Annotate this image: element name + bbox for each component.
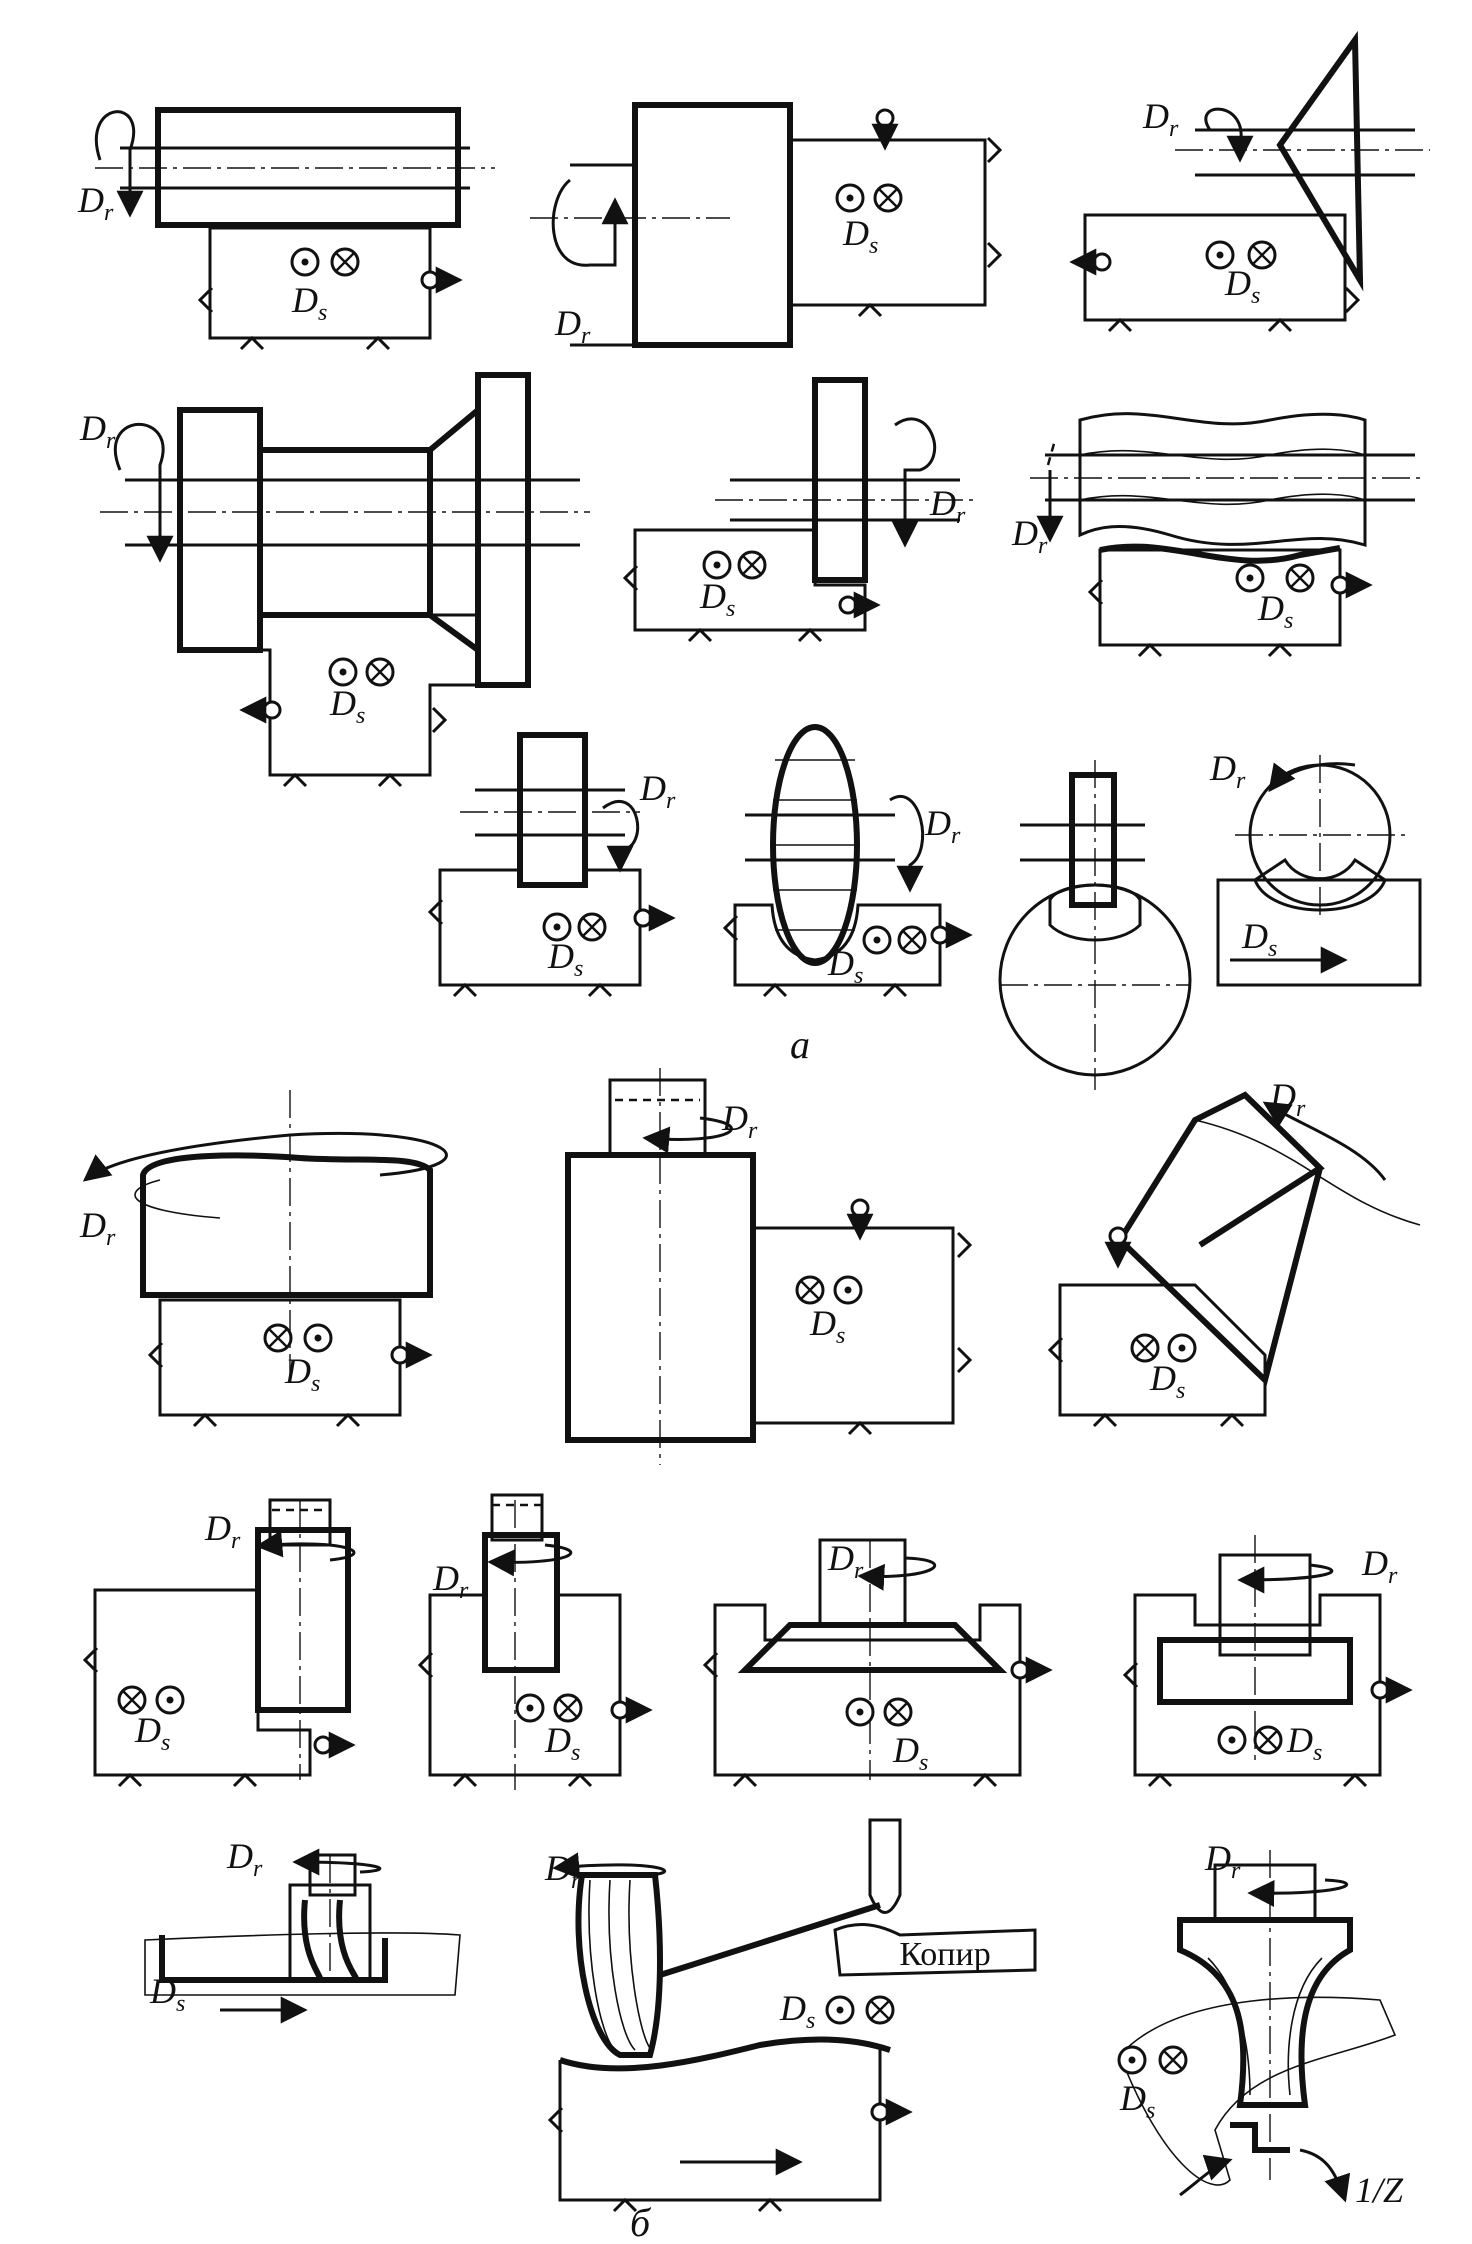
- label-ds: Ds: [842, 213, 878, 259]
- label-ds: Ds: [284, 1351, 320, 1397]
- scheme-a1-plain-milling: [94, 107, 495, 351]
- label-ds: Ds: [291, 280, 327, 326]
- label-dr: Dr: [79, 1205, 116, 1251]
- label-ds: Ds: [699, 576, 735, 622]
- label-dr: Dr: [1269, 1076, 1306, 1122]
- label-ds: Ds: [1224, 263, 1260, 309]
- scheme-b7-t-slot-cutter: [1123, 1535, 1410, 1788]
- rotation-labels: Dr Dr Dr Dr Dr Dr Dr Dr Dr Dr Dr Dr Dr D…: [77, 96, 1398, 1894]
- label-ds: Ds: [149, 1971, 185, 2017]
- scheme-a8-radius-milling: [723, 724, 970, 998]
- label-dr: Dr: [77, 180, 114, 226]
- label-ds: Ds: [544, 1720, 580, 1766]
- label-dr: Dr: [639, 768, 676, 814]
- label-dr: Dr: [1209, 748, 1246, 794]
- scheme-b10-gear-profile-mill: [1117, 1850, 1397, 2203]
- caption-part-b: б: [630, 2200, 652, 2244]
- label-ds: Ds: [779, 1988, 815, 2034]
- label-dr: Dr: [79, 408, 116, 454]
- scheme-a10-peripheral-cut: [1216, 755, 1422, 987]
- scheme-b5-slot-end-mill: [418, 1493, 650, 1790]
- label-dr: Dr: [827, 1538, 864, 1584]
- scheme-b4-shoulder-mill: [83, 1498, 356, 1788]
- scheme-a2-face-milling: [530, 102, 1002, 348]
- label-dr: Dr: [432, 1558, 469, 1604]
- label-ds: Ds: [1119, 2078, 1155, 2124]
- scheme-a5-side-milling: [623, 377, 975, 643]
- feed-labels: Ds Ds Ds Ds Ds Ds Ds Ds Ds Ds Ds Ds Ds D…: [134, 213, 1322, 2124]
- label-ds: Ds: [547, 936, 583, 982]
- label-dr: Dr: [1142, 96, 1179, 142]
- label-ds: Ds: [1149, 1358, 1185, 1404]
- scheme-a9-gear-profile: [998, 760, 1192, 1090]
- label-ds: Ds: [134, 1710, 170, 1756]
- ratio-label: 1/Z: [1355, 2170, 1404, 2210]
- label-dr: Dr: [226, 1836, 263, 1882]
- caption-part-a: а: [790, 1022, 810, 1067]
- scheme-b6-shell-face-mill: [703, 1538, 1050, 1788]
- label-ds: Ds: [827, 943, 863, 989]
- label-dr: Dr: [1204, 1838, 1241, 1884]
- scheme-a6-form-milling: [1030, 412, 1425, 658]
- label-ds: Ds: [1257, 588, 1293, 634]
- scheme-b9-copy-milling: Копир: [548, 1818, 1037, 2213]
- label-ds: Ds: [1286, 1720, 1322, 1766]
- scheme-b3-angle-end-mill: [1048, 1091, 1421, 1428]
- scheme-a3-angular-milling: [1072, 30, 1430, 333]
- label-dr: Dr: [1011, 513, 1048, 559]
- scheme-a7-slot-milling: [428, 732, 673, 998]
- label-dr: Dr: [554, 303, 591, 349]
- label-dr: Dr: [544, 1848, 581, 1894]
- label-dr: Dr: [721, 1098, 758, 1144]
- label-dr: Dr: [204, 1508, 241, 1554]
- copier-label: Копир: [899, 1936, 990, 1973]
- scheme-b1-face-mill: [82, 1090, 448, 1428]
- scheme-b2-end-mill-face: [565, 1068, 972, 1465]
- label-dr: Dr: [924, 803, 961, 849]
- label-dr: Dr: [1361, 1543, 1398, 1589]
- scheme-a4-gang-milling: [100, 372, 590, 788]
- label-ds: Ds: [329, 683, 365, 729]
- label-dr: Dr: [929, 483, 966, 529]
- label-ds: Ds: [1241, 916, 1277, 962]
- label-ds: Ds: [809, 1303, 845, 1349]
- label-ds: Ds: [892, 1730, 928, 1776]
- scheme-b8-pocket-mill: [144, 1848, 461, 2024]
